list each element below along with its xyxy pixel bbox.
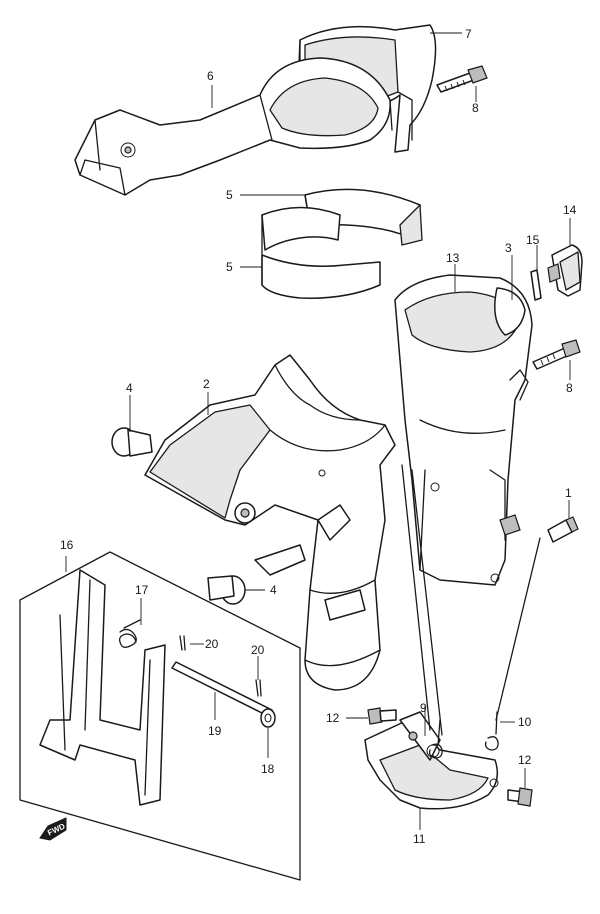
forward-direction-badge: FWD — [39, 817, 67, 841]
callout-6: 6 — [207, 69, 214, 83]
callout-14: 14 — [563, 203, 577, 217]
lower-bracket-part-11 — [364, 711, 499, 810]
bolt-part-8-upper — [436, 65, 488, 93]
bolt-part-8-right — [532, 339, 581, 370]
cotter-pin-part-20-a — [179, 635, 186, 651]
callout-4-upper: 4 — [126, 381, 133, 395]
callout-1: 1 — [565, 486, 572, 500]
callouts: 7 6 8 5 5 14 15 3 13 8 2 4 1 4 16 17 20 … — [60, 27, 577, 846]
cotter-pin-part-20-b — [255, 679, 262, 697]
callout-8-upper: 8 — [472, 101, 479, 115]
bolt-part-12-left — [367, 707, 397, 725]
forward-arrow-icon — [39, 817, 67, 841]
callout-16: 16 — [60, 538, 74, 552]
swivel-bracket-part-2 — [144, 354, 396, 691]
callout-3: 3 — [505, 241, 512, 255]
bolt-part-4-upper — [111, 427, 153, 457]
callout-20-left: 20 — [205, 637, 219, 651]
spring-part-9 — [428, 719, 443, 759]
leader-lines — [65, 32, 571, 830]
fitting-part-1 — [547, 516, 579, 543]
guide-line-a — [401, 464, 431, 731]
callout-15: 15 — [526, 233, 540, 247]
callout-18: 18 — [261, 762, 275, 776]
knob-part-14 — [547, 244, 583, 297]
tilt-lever-box — [19, 551, 301, 881]
spring-part-17 — [118, 619, 141, 648]
callout-20-right: 20 — [251, 643, 265, 657]
pin-part-15 — [530, 269, 542, 301]
callout-5-upper: 5 — [226, 188, 233, 202]
callout-10: 10 — [518, 715, 532, 729]
swivel-case-part-3 — [394, 274, 533, 586]
washer-part-18 — [260, 708, 276, 728]
callout-19: 19 — [208, 724, 222, 738]
bushing-part-5-lower — [261, 206, 381, 299]
bolt-part-12-right — [507, 787, 533, 807]
callout-5-lower: 5 — [226, 260, 233, 274]
bolt-part-4-lower — [207, 575, 246, 605]
guide-line-b — [411, 469, 443, 736]
callout-4-lower: 4 — [270, 583, 277, 597]
callout-11: 11 — [413, 832, 426, 846]
callout-9: 9 — [420, 701, 427, 715]
swivel-arm-part-6 — [74, 57, 393, 196]
callout-8-right: 8 — [566, 381, 573, 395]
callout-17: 17 — [135, 583, 149, 597]
callout-2: 2 — [203, 377, 210, 391]
guide-line-c — [495, 537, 541, 721]
tilt-lever-part-16 — [39, 569, 166, 806]
callout-13: 13 — [446, 251, 460, 265]
callout-12-right: 12 — [518, 753, 532, 767]
link-plate — [254, 544, 306, 576]
callout-12-left: 12 — [326, 711, 340, 725]
callout-7: 7 — [465, 27, 472, 41]
